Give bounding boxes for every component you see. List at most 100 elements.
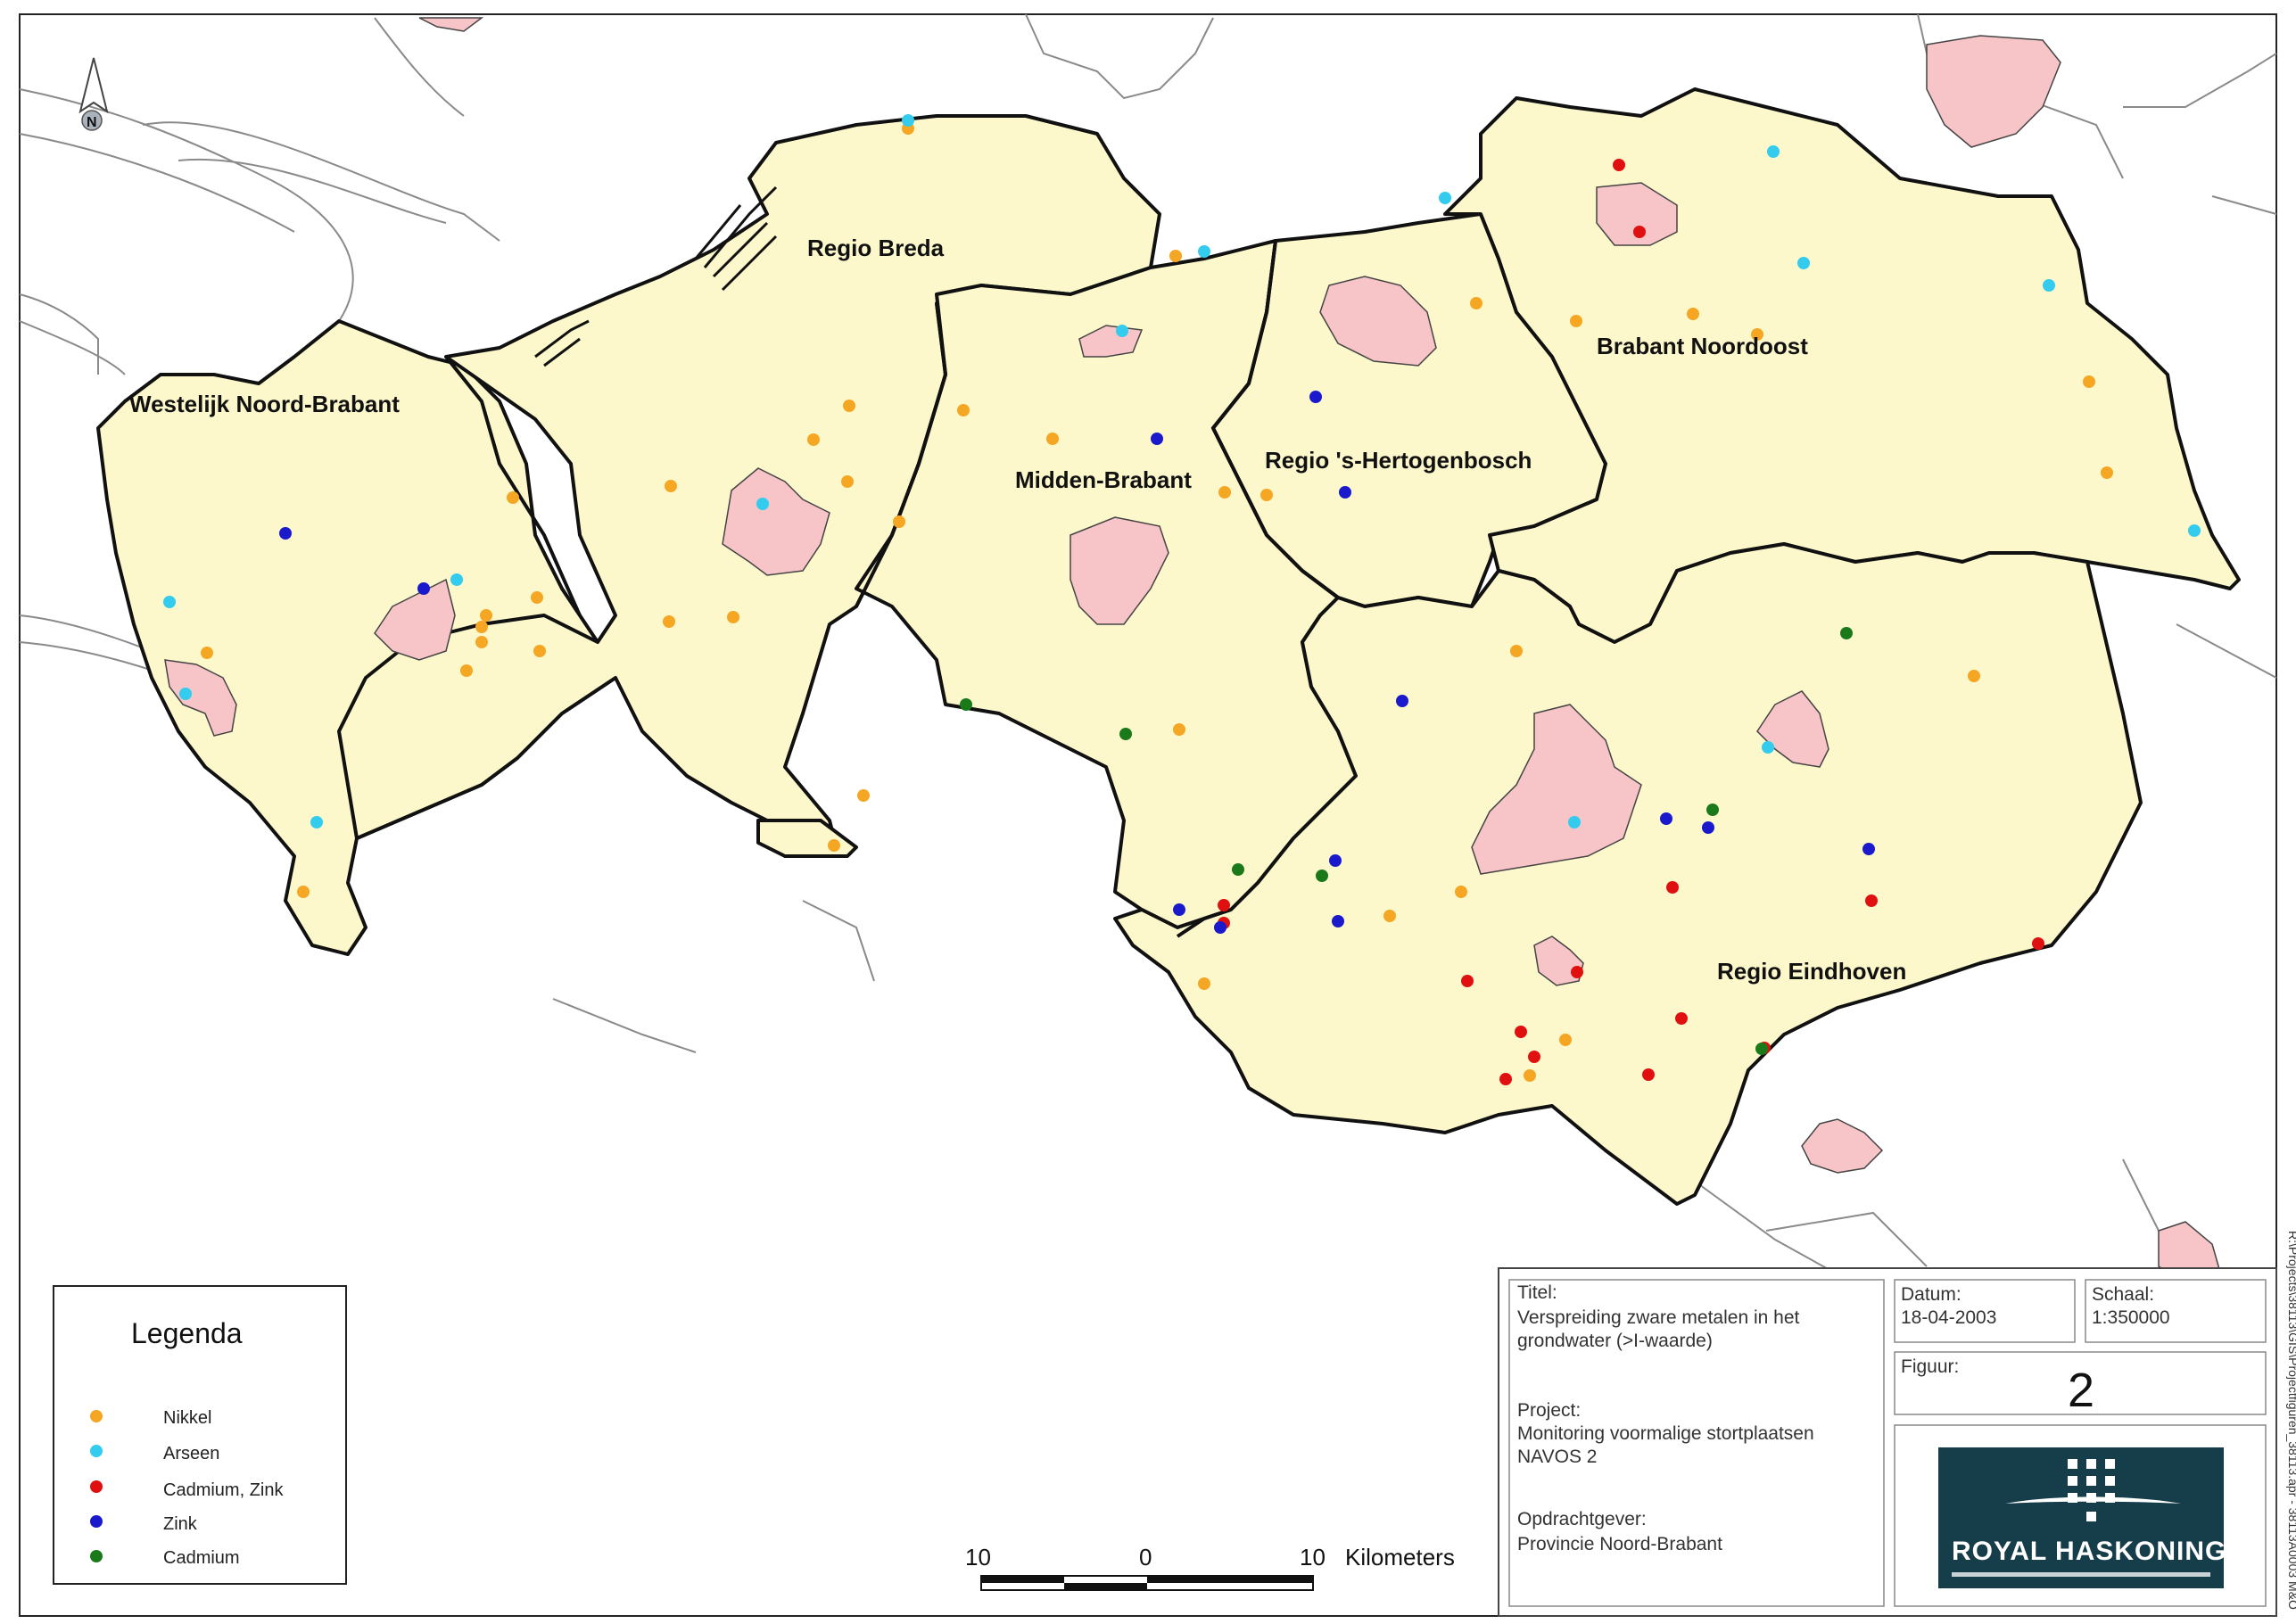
- sample-point-arseen: [163, 596, 176, 608]
- sample-point-zink: [1329, 854, 1342, 867]
- legend-swatch-arseen: [90, 1445, 103, 1457]
- sample-point-arseen: [1116, 325, 1128, 337]
- sample-point-arseen: [1797, 257, 1810, 269]
- sample-point-nikkel: [1510, 645, 1523, 657]
- legend-label-arseen: Arseen: [163, 1444, 219, 1463]
- schaal-value: 1:350000: [2092, 1307, 2170, 1328]
- sample-point-cadmium: [1706, 804, 1719, 816]
- figuur-value: 2: [2068, 1364, 2094, 1417]
- legend-label-cadmium: Cadmium: [163, 1548, 240, 1568]
- sample-point-cadmium-zink: [1461, 975, 1474, 987]
- urban-areas: [164, 17, 2222, 1285]
- sample-point-nikkel: [201, 647, 213, 659]
- sample-point-nikkel: [663, 615, 675, 628]
- sample-point-arseen: [1762, 741, 1774, 754]
- region-westelijk-noord-brabant: [96, 319, 617, 956]
- sample-point-cadmium: [1755, 1043, 1768, 1055]
- scale-label-right: 10: [1300, 1544, 1326, 1570]
- sample-point-nikkel: [1559, 1034, 1572, 1046]
- sample-point-cadmium-zink: [1675, 1012, 1688, 1025]
- datum-label: Datum:: [1901, 1284, 1962, 1305]
- sample-point-zink: [1339, 486, 1351, 499]
- sample-point-cadmium-zink: [1218, 899, 1230, 911]
- sample-point-zink: [1151, 433, 1163, 445]
- region-label-midden-brabant: Midden-Brabant: [1015, 466, 1192, 493]
- sample-point-nikkel: [2101, 466, 2113, 479]
- urban-area: [722, 467, 830, 576]
- sample-point-nikkel: [841, 475, 854, 488]
- file-path-text: R:\Projects\38113\GIS\Projectfiguren_381…: [2286, 1231, 2296, 1610]
- sample-point-arseen: [310, 816, 323, 828]
- sample-point-cadmium-zink: [1666, 881, 1679, 894]
- north-arrow: N: [78, 57, 109, 131]
- urban-area: [1756, 690, 1829, 768]
- sample-point-nikkel: [475, 636, 488, 648]
- sample-point-zink: [1660, 812, 1672, 825]
- sample-point-cadmium: [1316, 870, 1328, 882]
- sample-point-nikkel: [957, 404, 970, 416]
- region-label-westelijk-noord-brabant: Westelijk Noord-Brabant: [129, 391, 400, 417]
- region-label-regio-breda: Regio Breda: [807, 235, 945, 261]
- sample-point-nikkel: [507, 491, 519, 504]
- urban-area: [1471, 704, 1642, 875]
- sample-point-nikkel: [1524, 1069, 1536, 1082]
- sample-point-zink: [417, 582, 430, 595]
- north-arrow-icon: [78, 57, 109, 114]
- opdrachtgever-label: Opdrachtgever:: [1517, 1509, 1647, 1529]
- sample-point-nikkel: [727, 611, 739, 623]
- sample-point-cadmium: [960, 698, 972, 711]
- sample-point-nikkel: [1383, 910, 1396, 922]
- legend-label-nikkel: Nikkel: [163, 1408, 211, 1428]
- sample-point-zink: [1396, 695, 1408, 707]
- sample-point-nikkel: [1570, 315, 1582, 327]
- sample-point-nikkel: [1470, 297, 1482, 309]
- sample-point-nikkel: [460, 664, 473, 677]
- legend-label-zink: Zink: [163, 1514, 198, 1534]
- region-label-brabant-noordoost: Brabant Noordoost: [1597, 333, 1808, 359]
- titel-line-1: Verspreiding zware metalen in het: [1517, 1307, 1800, 1328]
- sample-point-cadmium-zink: [1528, 1051, 1540, 1063]
- region-boundaries: [444, 240, 1340, 938]
- sample-point-nikkel: [531, 591, 543, 604]
- north-label: N: [87, 115, 97, 130]
- urban-area: [1801, 1118, 1884, 1174]
- sample-point-cadmium: [1119, 728, 1132, 740]
- sample-point-nikkel: [1173, 723, 1185, 736]
- urban-area: [1319, 276, 1437, 367]
- sample-point-nikkel: [297, 886, 310, 898]
- scale-bar: 10 0 10 Kilometers: [965, 1544, 1455, 1591]
- project-line-2: NAVOS 2: [1517, 1447, 1597, 1467]
- urban-area: [1070, 516, 1169, 625]
- sample-point-nikkel: [828, 839, 840, 852]
- sample-point-nikkel: [665, 480, 677, 492]
- sample-point-nikkel: [1046, 433, 1059, 445]
- sample-point-arseen: [1439, 192, 1451, 204]
- royal-haskoning-logo: ROYAL HASKONING: [1938, 1447, 2226, 1588]
- sample-point-cadmium-zink: [1633, 226, 1646, 238]
- scale-unit: Kilometers: [1345, 1544, 1455, 1570]
- sample-point-nikkel: [2083, 375, 2095, 388]
- urban-area: [164, 659, 237, 737]
- sample-point-nikkel: [1687, 308, 1699, 320]
- legend-box: [53, 1285, 347, 1585]
- legend-title: Legenda: [131, 1317, 243, 1349]
- sample-point-arseen: [450, 573, 463, 586]
- sample-point-nikkel: [893, 515, 905, 528]
- sample-point-arseen: [1568, 816, 1581, 828]
- logo-text: ROYAL HASKONING: [1952, 1537, 2226, 1566]
- sample-point-arseen: [2188, 524, 2201, 537]
- sample-point-arseen: [179, 688, 192, 700]
- sample-point-nikkel: [1169, 250, 1182, 262]
- region-label-regio-s-hertogenbosch: Regio 's-Hertogenbosch: [1265, 447, 1532, 474]
- sample-point-zink: [1702, 821, 1714, 834]
- legend-swatch-zink: [90, 1515, 103, 1528]
- legend-swatch-cadmium: [90, 1550, 103, 1562]
- sample-point-zink: [1309, 391, 1322, 403]
- titel-label: Titel:: [1517, 1282, 1557, 1303]
- sample-point-nikkel: [807, 433, 820, 446]
- sample-point-nikkel: [1455, 886, 1467, 898]
- sample-point-arseen: [1767, 145, 1780, 158]
- sample-point-zink: [279, 527, 292, 540]
- sample-point-zink: [1173, 903, 1185, 916]
